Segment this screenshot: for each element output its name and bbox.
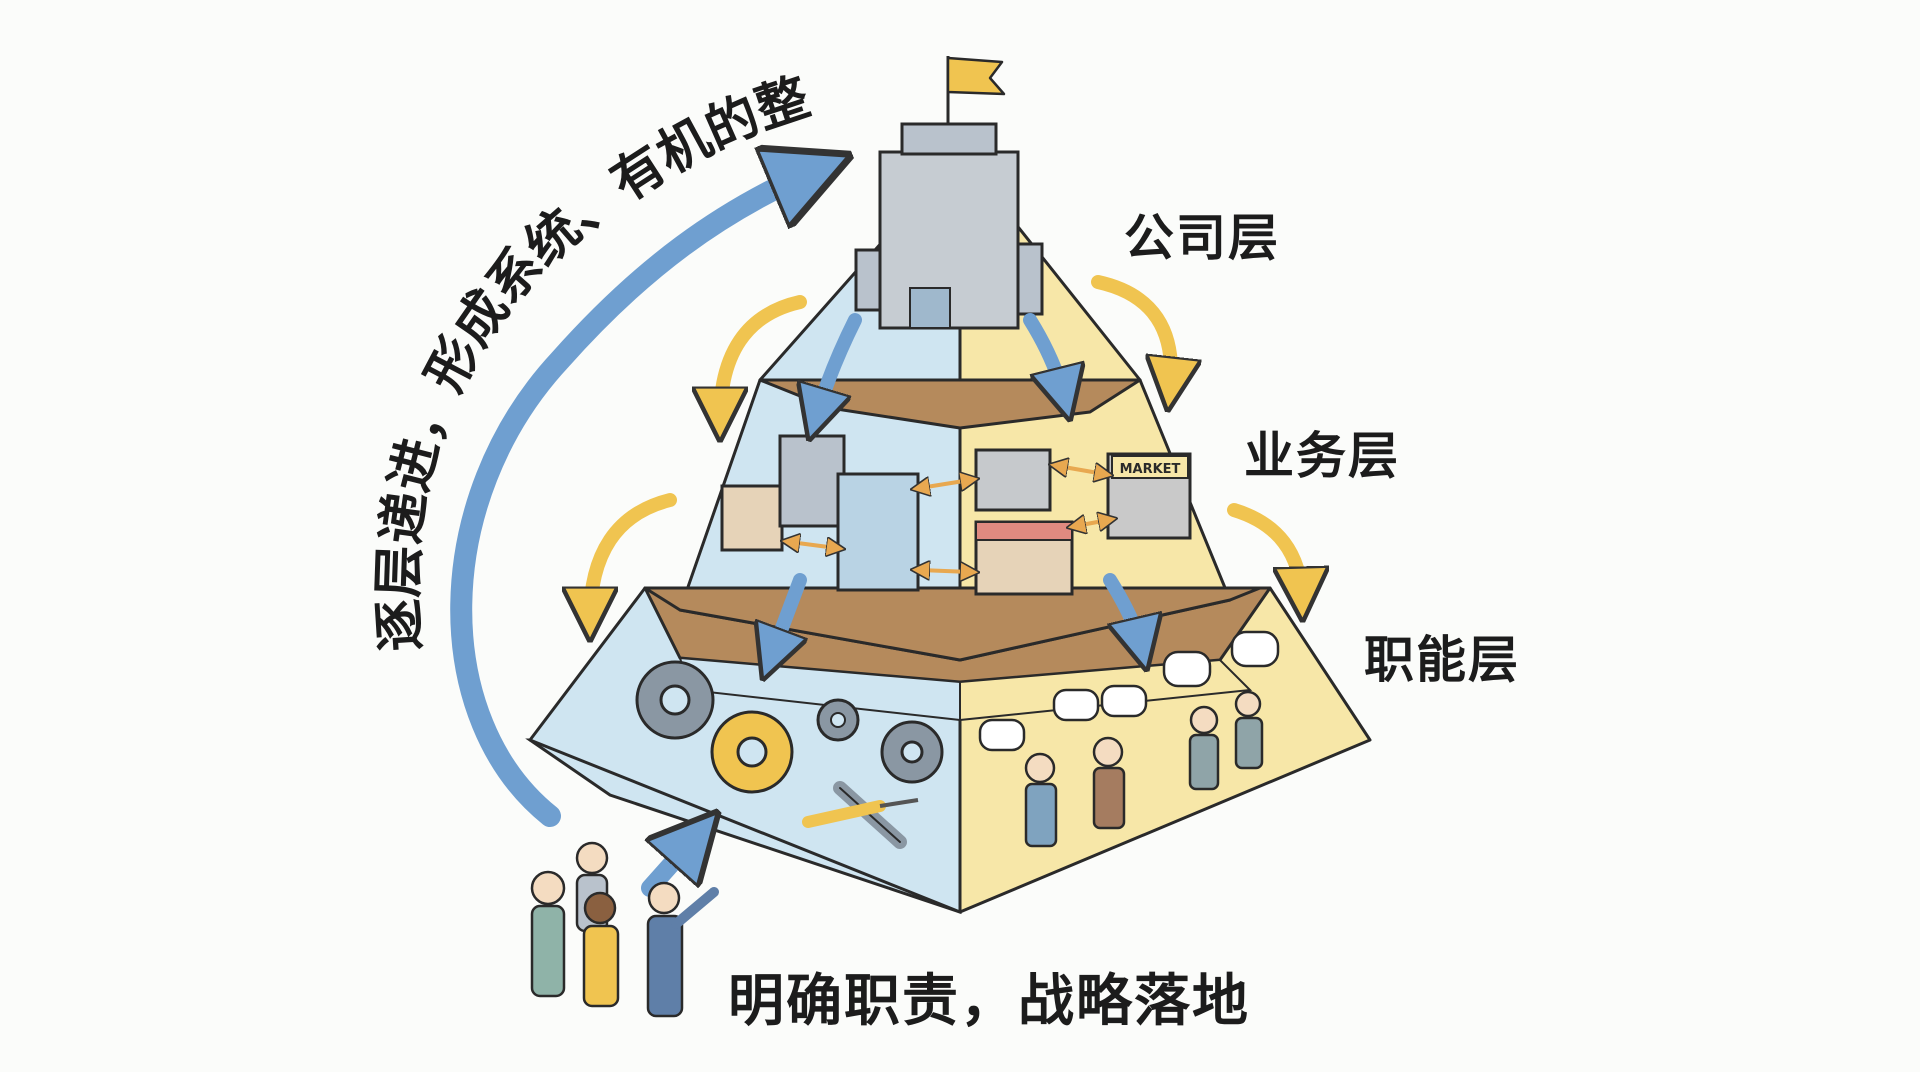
connector-arrows <box>790 466 1108 572</box>
building-icon <box>974 448 1074 596</box>
team-people-icon <box>530 841 719 1018</box>
company-layer-text: 公司层 <box>1124 209 1280 267</box>
bottom-caption: 明确职责，战略落地 <box>728 969 1250 1034</box>
company-layer <box>758 56 1142 382</box>
downward-flow-arrows <box>450 168 1302 897</box>
gear-icon <box>710 710 794 794</box>
functional-layer-text: 职能层 <box>1364 631 1520 689</box>
flag-icon <box>946 56 1006 124</box>
gear-icon <box>880 720 944 784</box>
business-layer-label: 业务层 <box>1234 416 1416 490</box>
company-layer-label: 公司层 <box>1114 198 1296 272</box>
market-sign: MARKET <box>1120 462 1181 477</box>
arc-caption: 逐层递进，形成系统、有机的整体 <box>0 0 817 653</box>
business-layer: MARKET <box>643 378 1262 662</box>
functional-layer <box>525 586 1372 915</box>
functional-layer-label: 职能层 <box>1354 620 1536 694</box>
gear-icon <box>635 660 715 740</box>
building-icon <box>720 434 920 592</box>
meeting-people-icon <box>1024 690 1264 848</box>
headquarters-building-icon <box>854 122 1044 330</box>
gear-icon <box>816 698 860 742</box>
market-stall-icon: MARKET <box>1106 452 1192 540</box>
screwdriver-icon <box>802 798 919 828</box>
business-layer-text: 业务层 <box>1244 427 1400 485</box>
speech-bubble-icon <box>978 630 1280 752</box>
arc-caption-text: 逐层递进，形成系统、有机的整体 <box>0 0 817 653</box>
wrench-icon <box>833 781 907 849</box>
